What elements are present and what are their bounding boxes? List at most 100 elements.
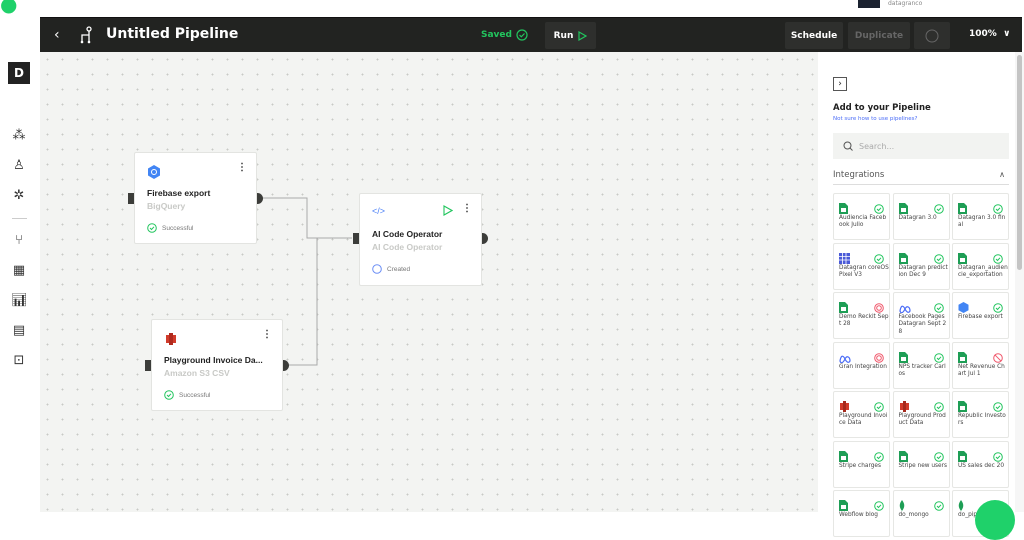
network-icon[interactable]: ⁂ <box>12 128 26 143</box>
integration-label: Gran Integration <box>839 363 887 370</box>
integration-label: Datagran 3.0 <box>898 215 937 221</box>
more-icon[interactable]: ⋮ <box>237 162 247 173</box>
status-label: Successful <box>179 391 211 399</box>
integration-card[interactable]: do_mongo <box>892 490 950 537</box>
sidebar-divider <box>12 218 27 219</box>
s3-icon <box>839 397 849 412</box>
check-circle-icon <box>516 29 528 41</box>
chevron-up-icon: ∧ <box>999 170 1005 179</box>
output-port[interactable] <box>283 360 289 371</box>
sheets-icon <box>839 496 848 511</box>
status-label: Successful <box>162 224 194 232</box>
status-ok-icon <box>874 397 884 412</box>
integration-label: Datagran_audiencie_exportation <box>958 264 1008 278</box>
integration-card[interactable]: Datagran 3.0 <box>892 193 950 240</box>
run-node-icon[interactable] <box>443 205 453 216</box>
workspace-logo[interactable]: D <box>8 62 30 84</box>
avatar[interactable] <box>858 0 880 8</box>
status-blocked-icon <box>993 348 1003 363</box>
chart-icon[interactable]: 📊︎ <box>11 293 28 308</box>
integration-card[interactable]: Stripe new users <box>892 440 950 488</box>
status-label: Created <box>387 265 411 273</box>
integration-label: Republic Investors <box>958 413 1006 427</box>
help-chat-button[interactable] <box>975 500 1015 540</box>
scrollbar-thumb[interactable] <box>1017 55 1022 270</box>
integration-card[interactable]: Net Revenue Chart Jul 1 <box>952 341 1009 389</box>
duplicate-button[interactable]: Duplicate <box>848 22 910 49</box>
code-icon: </> <box>372 206 386 216</box>
integration-card[interactable]: Playground Product Data <box>892 391 950 438</box>
zoom-dropdown[interactable]: 100% ∨ <box>969 29 1010 39</box>
node-subtitle: BigQuery <box>147 201 186 211</box>
back-icon[interactable]: ‹ <box>54 27 60 43</box>
hub-icon[interactable]: ✲ <box>13 188 25 203</box>
more-icon[interactable]: ⋮ <box>462 203 472 214</box>
collapse-panel-button[interactable]: › <box>833 77 847 91</box>
bigquery-icon <box>148 165 160 179</box>
qr-icon[interactable]: ▦ <box>12 263 26 278</box>
node-ai-code-operator[interactable]: </> ⋮ AI Code Operator AI Code Operator … <box>359 193 482 286</box>
comments-button[interactable] <box>914 22 950 49</box>
sheets-icon <box>839 199 848 214</box>
integration-card[interactable]: Facebook Pages Datagran Sept 28 <box>892 292 950 339</box>
terminal-icon[interactable]: ⊡ <box>13 353 25 368</box>
output-port[interactable] <box>482 233 488 244</box>
integrations-section-header[interactable]: Integrations∧ <box>833 170 1009 185</box>
sheets-icon <box>898 249 908 264</box>
integration-card[interactable]: Firebase export <box>952 292 1009 339</box>
integration-label: Audiencia Facebook Julio <box>839 215 887 229</box>
chevron-down-icon: ∨ <box>999 29 1011 39</box>
more-icon[interactable]: ⋮ <box>262 329 272 340</box>
input-port[interactable] <box>128 193 134 204</box>
pipeline-canvas[interactable]: ⋮ Firebase export BigQuery Successful </… <box>40 52 818 512</box>
integration-card[interactable]: Datagran 3.0 final <box>952 193 1009 240</box>
integration-label: Datagran coreOS Pixel V3 <box>839 264 889 278</box>
check-circle-icon <box>164 390 174 400</box>
add-to-pipeline-panel: › Add to your Pipeline Not sure how to u… <box>818 52 1015 537</box>
schedule-label: Schedule <box>790 30 838 41</box>
saved-status: Saved <box>481 29 528 41</box>
node-firebase-export[interactable]: ⋮ Firebase export BigQuery Successful <box>134 152 257 244</box>
integration-card[interactable]: Audiencia Facebook Julio <box>833 193 890 240</box>
status-ok-icon <box>874 249 884 264</box>
integration-card[interactable]: Demo Reckit Sept 28 <box>833 292 890 339</box>
search-input[interactable]: Search... <box>833 133 1009 159</box>
integration-card[interactable]: Datagran_audiencie_exportation <box>952 242 1009 290</box>
pipeline-title[interactable]: Untitled Pipeline <box>106 26 239 42</box>
integration-card[interactable]: Datagran coreOS Pixel V3 <box>833 242 890 290</box>
integration-card[interactable]: NPS tracker Carlos <box>892 341 950 389</box>
sheets-icon <box>958 397 967 412</box>
schedule-button[interactable]: Schedule <box>785 22 843 49</box>
integration-card[interactable]: Gran Integration <box>833 341 890 389</box>
pipeline-icon <box>80 26 92 44</box>
pipeline-icon[interactable]: ⑂ <box>15 233 23 248</box>
node-title: Playground Invoice Da... <box>164 355 263 365</box>
node-title: Firebase export <box>147 188 211 198</box>
connections <box>262 197 352 366</box>
report-icon[interactable]: ▤ <box>12 323 26 338</box>
run-label: Run <box>553 30 574 41</box>
meta-icon <box>839 348 851 363</box>
run-button[interactable]: Run <box>545 22 596 49</box>
integration-card[interactable]: Republic Investors <box>952 391 1009 438</box>
output-port[interactable] <box>257 193 263 204</box>
status-error-icon <box>874 298 884 313</box>
integration-card[interactable]: US sales dec 20 <box>952 440 1009 488</box>
integration-label: US sales dec 20 <box>958 462 1005 469</box>
input-port[interactable] <box>353 233 359 244</box>
sheets-icon <box>839 298 848 313</box>
integration-label: Playground Product Data <box>898 413 946 427</box>
status-ok-icon <box>933 199 944 214</box>
integration-card[interactable]: Playground Invoice Data <box>833 391 890 438</box>
integration-card[interactable]: Webflow blog <box>833 490 890 537</box>
scrollbar[interactable] <box>1015 52 1024 512</box>
input-port[interactable] <box>145 360 151 371</box>
sheets-icon <box>898 447 908 462</box>
help-link[interactable]: Not sure how to use pipelines? <box>833 116 918 122</box>
integration-card[interactable]: Datagran prediction Dec 9 <box>892 242 950 290</box>
integration-card[interactable]: Stripe charges <box>833 440 890 488</box>
node-playground-invoice[interactable]: ⋮ Playground Invoice Da... Amazon S3 CSV… <box>151 319 283 411</box>
user-icon[interactable]: ♙ <box>13 158 25 173</box>
sheets-icon <box>958 199 967 214</box>
